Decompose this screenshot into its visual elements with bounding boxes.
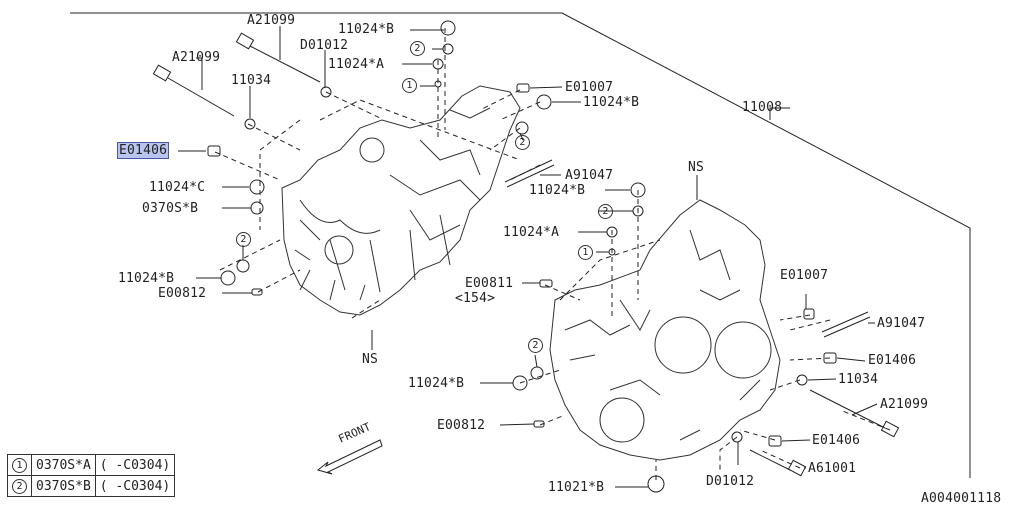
- washer-d01012-top: [320, 86, 332, 98]
- label-ns-bottom: NS: [362, 352, 379, 367]
- label-11024b-right[interactable]: 11024*B: [529, 183, 586, 198]
- diagram-code: A004001118: [921, 491, 1002, 506]
- legend-row: 1 0370S*A ( -C0304): [7, 454, 176, 476]
- legend-range: ( -C0304): [94, 475, 176, 497]
- label-11024a-right[interactable]: 11024*A: [503, 225, 560, 240]
- oring-0370sb: [250, 201, 264, 215]
- frame-line-top: [70, 12, 971, 478]
- callout-2-mid: 2: [515, 135, 530, 150]
- washer-11034-left: [244, 118, 256, 130]
- callout-2-lower: 2: [528, 338, 543, 353]
- label-11034-right[interactable]: 11034: [838, 372, 879, 387]
- label-a21099-right[interactable]: A21099: [880, 397, 929, 412]
- plug-11024a-top: [432, 58, 444, 70]
- label-a91047-mid[interactable]: A91047: [565, 168, 614, 183]
- legend-row: 2 0370S*B ( -C0304): [7, 475, 176, 497]
- label-11024a-top[interactable]: 11024*A: [328, 57, 385, 72]
- label-e01406-right[interactable]: E01406: [868, 353, 917, 368]
- label-ns-top: NS: [688, 160, 705, 175]
- legend-table: 1 0370S*A ( -C0304) 2 0370S*B ( -C0304): [7, 454, 176, 497]
- crankcase-left-half: [281, 85, 521, 316]
- label-11024b-lower[interactable]: 11024*B: [408, 376, 465, 391]
- callout-1-right: 1: [578, 245, 593, 260]
- label-11034-left[interactable]: 11034: [231, 73, 272, 88]
- plug-11024b-mid: [536, 94, 552, 110]
- washer-d01012-lower: [731, 431, 743, 443]
- label-a21099-top[interactable]: A21099: [247, 13, 296, 28]
- label-0370sb[interactable]: 0370S*B: [142, 201, 199, 216]
- label-11024b-mid[interactable]: 11024*B: [583, 95, 640, 110]
- label-d01012-top[interactable]: D01012: [300, 38, 349, 53]
- label-e00812-lower[interactable]: E00812: [437, 418, 486, 433]
- label-11024b-top[interactable]: 11024*B: [338, 22, 395, 37]
- callout-2-top: 2: [410, 41, 425, 56]
- bolt-a21099-left: [152, 64, 235, 117]
- legend-callout-1: 1: [12, 458, 27, 473]
- stud-a91047-right: [821, 311, 871, 338]
- washer-11034-right: [796, 374, 808, 386]
- label-e00812-left[interactable]: E00812: [158, 286, 207, 301]
- front-arrow-icon: [316, 439, 383, 475]
- label-11024c[interactable]: 11024*C: [149, 180, 206, 195]
- legend-part[interactable]: 0370S*A: [31, 454, 96, 476]
- bolt-a61001: [749, 449, 807, 477]
- label-a91047-right[interactable]: A91047: [877, 316, 926, 331]
- pin-e00812-left: [251, 288, 263, 296]
- crankcase-right-half: [549, 199, 781, 461]
- label-11024b-left[interactable]: 11024*B: [118, 271, 175, 286]
- plug-11024c: [249, 179, 265, 195]
- label-e01007-right[interactable]: E01007: [780, 268, 829, 283]
- callout-2-right: 2: [598, 204, 613, 219]
- pin-e01007-top: [516, 83, 530, 93]
- label-11021b[interactable]: 11021*B: [548, 480, 605, 495]
- label-154: <154>: [455, 291, 496, 306]
- label-e00811[interactable]: E00811: [465, 276, 514, 291]
- oring-2-left: [236, 259, 250, 273]
- pin-e01406-left: [207, 145, 221, 157]
- plug-11021b: [647, 475, 665, 493]
- pin-e01007-right: [803, 308, 815, 320]
- bolt-a21099-top: [235, 32, 321, 83]
- leader-lines: [178, 26, 878, 488]
- label-11008[interactable]: 11008: [742, 100, 783, 115]
- legend-part[interactable]: 0370S*B: [31, 475, 96, 497]
- oring-1-top: [434, 80, 442, 88]
- label-e01406-left-highlighted[interactable]: E01406: [117, 142, 170, 159]
- oring-2-lower: [530, 366, 544, 380]
- plug-11024b-top: [440, 20, 456, 36]
- callout-2-left: 2: [236, 232, 251, 247]
- callout-1-top: 1: [402, 78, 417, 93]
- leader-11008: [769, 107, 790, 120]
- plug-11024b-right: [630, 182, 646, 198]
- pin-e01406-lower: [768, 435, 782, 447]
- legend-callout-2: 2: [12, 479, 27, 494]
- legend-range: ( -C0304): [94, 454, 176, 476]
- bolt-a21099-right: [809, 389, 900, 438]
- oring-2-mid: [515, 121, 529, 135]
- label-a61001[interactable]: A61001: [808, 461, 857, 476]
- label-e01406-lower[interactable]: E01406: [812, 433, 861, 448]
- plug-11024b-left: [220, 270, 236, 286]
- label-d01012-lower[interactable]: D01012: [706, 474, 755, 489]
- assembly-lines: [214, 28, 891, 480]
- label-a21099-left[interactable]: A21099: [172, 50, 221, 65]
- stud-a91047-mid: [504, 159, 555, 188]
- label-e01007-top[interactable]: E01007: [565, 80, 614, 95]
- pin-e01406-right: [823, 352, 837, 364]
